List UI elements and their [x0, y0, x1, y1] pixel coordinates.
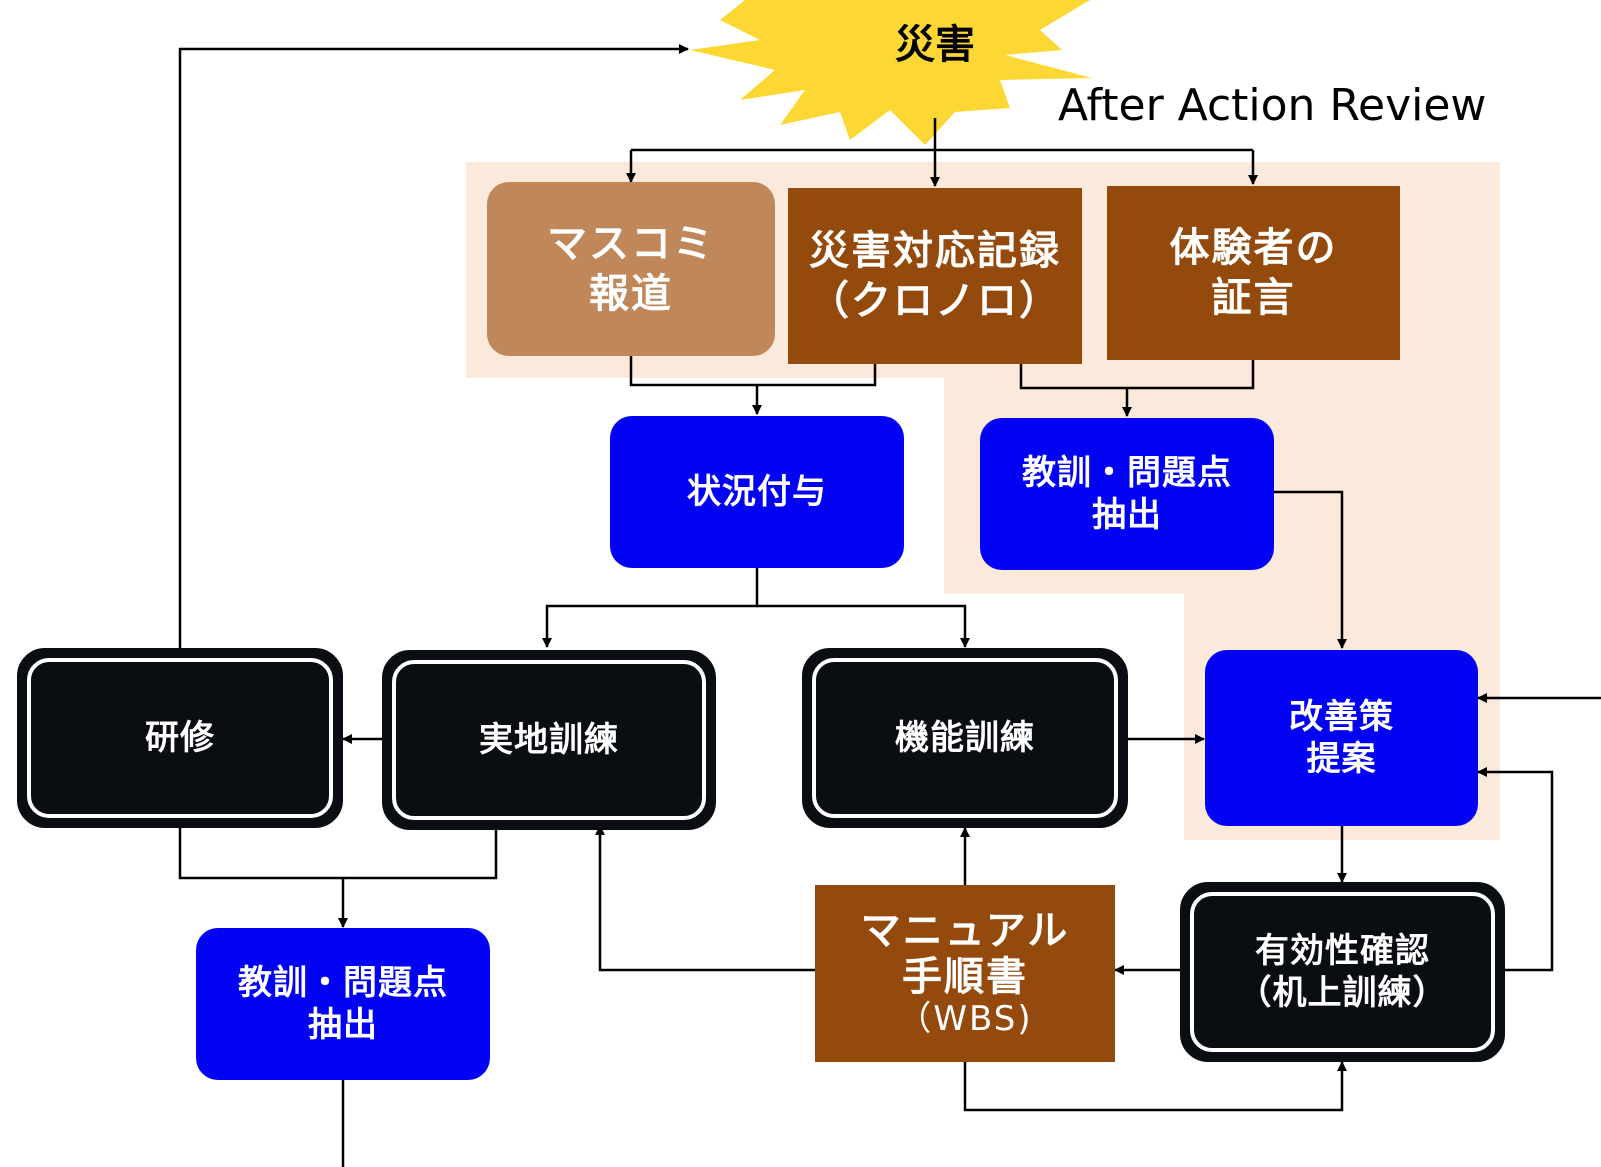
situation-box: 状況付与: [610, 416, 904, 568]
situation-label: 状況付与: [687, 471, 827, 512]
field-drill-label: 実地訓練: [479, 719, 619, 760]
improve-box: 改善策 提案: [1205, 650, 1478, 826]
lessons-bottom-line-2: 抽出: [308, 1005, 378, 1045]
media-line-2: 報道: [589, 271, 673, 317]
media-report-box: マスコミ 報道: [487, 182, 775, 356]
field-drill-box: 実地訓練: [382, 650, 716, 830]
improve-line-1: 改善策: [1289, 696, 1394, 737]
manual-line-1: マニュアル: [860, 907, 1070, 954]
manual-line-3: （WBS): [897, 998, 1033, 1039]
arrow-lessons-to-improve: [1274, 490, 1347, 649]
arrow-manual-to-field: [595, 825, 815, 972]
lessons-bottom-box: 教訓・問題点 抽出: [196, 928, 490, 1080]
disaster-label: 災害: [895, 22, 975, 68]
arrow-manual-to-validate: [963, 1061, 1347, 1112]
manual-box: マニュアル 手順書 （WBS): [815, 885, 1115, 1062]
arrow-training-to-disaster: [178, 44, 689, 648]
response-record-box: 災害対応記録 （クロノロ）: [788, 188, 1082, 364]
training-box: 研修: [17, 648, 343, 828]
disaster-burst-icon: [690, 0, 1092, 145]
lessons-top-box: 教訓・問題点 抽出: [980, 418, 1274, 570]
functional-drill-label: 機能訓練: [895, 717, 1035, 758]
functional-drill-box: 機能訓練: [802, 648, 1128, 828]
lessons-top-line-1: 教訓・問題点: [1022, 452, 1232, 493]
training-label: 研修: [145, 717, 215, 758]
testimony-line-1: 体験者の: [1169, 225, 1338, 271]
testimony-box: 体験者の 証言: [1107, 186, 1400, 360]
record-line-1: 災害対応記録: [809, 228, 1061, 274]
validation-box: 有効性確認 （机上訓練）: [1180, 882, 1505, 1062]
validation-line-1: 有効性確認: [1255, 930, 1430, 971]
aar-label: After Action Review: [1058, 80, 1487, 131]
media-line-1: マスコミ: [547, 221, 715, 267]
testimony-line-2: 証言: [1211, 275, 1296, 321]
manual-line-2: 手順書: [902, 953, 1028, 1000]
improve-line-2: 提案: [1306, 739, 1377, 779]
arrow-to-functional: [757, 604, 970, 648]
lessons-top-line-2: 抽出: [1092, 495, 1162, 535]
validation-line-2: （机上訓練）: [1237, 973, 1448, 1013]
arrow-validate-to-improve: [1477, 767, 1554, 972]
lessons-bottom-line-1: 教訓・問題点: [238, 962, 448, 1003]
record-line-2: （クロノロ）: [809, 278, 1061, 324]
